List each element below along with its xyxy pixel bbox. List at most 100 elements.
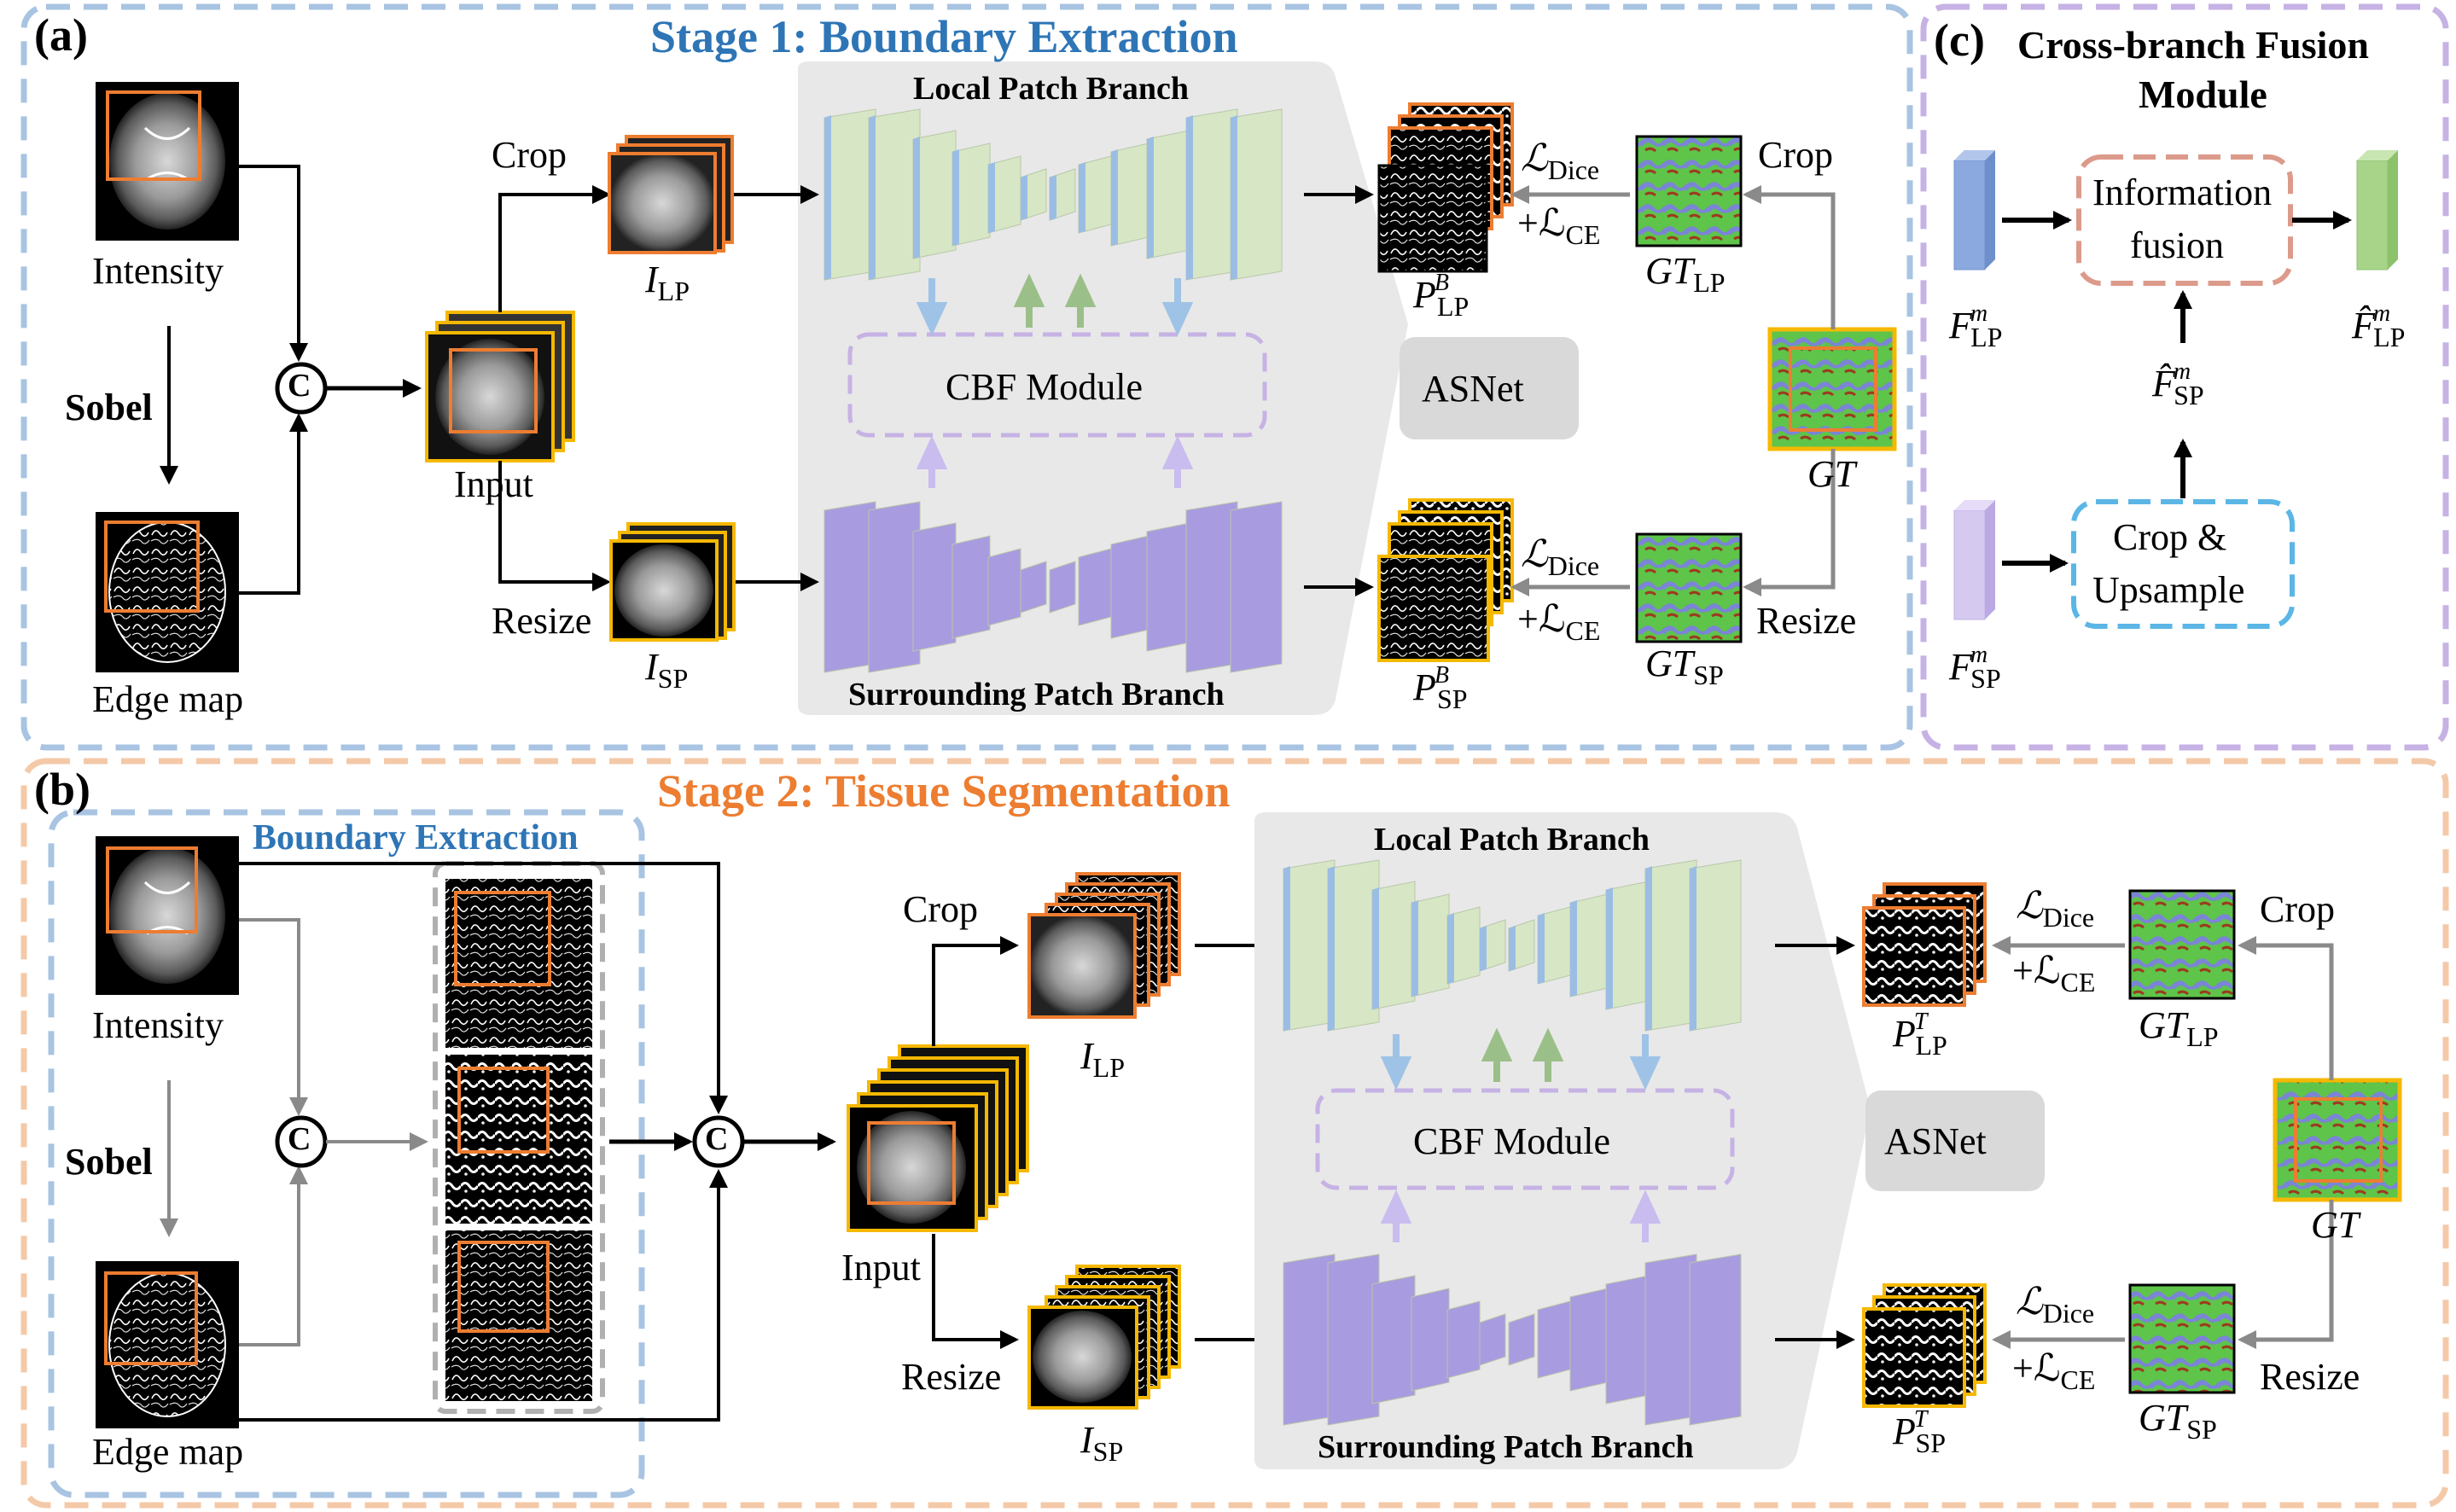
layer-slab-edge xyxy=(1283,866,1290,1031)
i-sp-stack-b xyxy=(1027,1265,1181,1410)
layer-slab xyxy=(1446,1300,1481,1379)
layer-slab-edge xyxy=(1372,887,1379,1009)
layer-slab xyxy=(1146,522,1190,652)
boundary-output-images xyxy=(445,879,592,1401)
gt-image-b xyxy=(2273,1078,2402,1202)
loss-dice-a1: ℒDice xyxy=(1521,137,1600,185)
cbf-arrows-b xyxy=(1380,1027,1662,1242)
p-sp-label-a: PBSP xyxy=(1413,662,1468,714)
intensity-label-a: Intensity xyxy=(92,250,224,292)
loss-dice-b1: ℒDice xyxy=(2016,885,2095,933)
layer-slab xyxy=(1020,561,1047,614)
layer-slab xyxy=(1689,859,1742,1032)
loss-dice-a2: ℒDice xyxy=(1521,533,1600,581)
panel-b-border xyxy=(20,758,2449,1509)
intensity-to-concat-b xyxy=(239,918,308,1116)
layer-slab xyxy=(1644,859,1697,1032)
i-sp-label-a: ISP xyxy=(645,646,689,694)
concat-label-a: C xyxy=(288,368,311,404)
panel-c-title-2: Module xyxy=(2139,73,2267,116)
layer-slab xyxy=(952,535,991,639)
layer-slab xyxy=(1371,1275,1416,1404)
cbf-arrows-a xyxy=(916,273,1194,488)
i-sp-stack-a xyxy=(609,522,736,642)
crop-upsample-box xyxy=(2071,499,2295,629)
layer-slab-edge xyxy=(988,162,995,233)
gt-sp-label-b: GTSP xyxy=(2139,1397,2217,1445)
i-lp-stack-b xyxy=(1027,872,1181,1019)
layer-slab xyxy=(1283,859,1336,1032)
edge-map-image-b xyxy=(96,1261,239,1428)
layer-slab xyxy=(1078,548,1112,626)
gt-lp-label-a: GTLP xyxy=(1645,250,1726,298)
i-lp-stack-a xyxy=(608,135,734,254)
crop-upsample-line2: Upsample xyxy=(2092,569,2245,611)
edge-to-concat-a xyxy=(239,413,308,595)
gt-lp-image-a xyxy=(1635,135,1743,247)
surround-branch-label-b: Surrounding Patch Branch xyxy=(1318,1429,1694,1465)
layer-slab-edge xyxy=(1447,913,1454,984)
boundary-box-label: Boundary Extraction xyxy=(253,818,579,858)
layer-slab xyxy=(1327,1253,1380,1426)
crop-right-label-b: Crop xyxy=(2260,888,2335,930)
layer-slab xyxy=(1230,108,1283,281)
cbf-label-a: CBF Module xyxy=(946,366,1144,408)
p-lp-label-b: PTLP xyxy=(1893,1009,1947,1061)
concat-label-b1: C xyxy=(288,1121,311,1157)
local-branch-label-b: Local Patch Branch xyxy=(1374,822,1650,858)
crop-right-label-a: Crop xyxy=(1758,134,1833,176)
input-resize-line-b xyxy=(932,1234,1019,1349)
fhat-lp-block xyxy=(2356,160,2389,270)
layer-slab-edge xyxy=(1050,175,1056,220)
layer-slab-edge xyxy=(1570,900,1577,997)
intensity-image-b xyxy=(96,836,239,995)
input-label-b: Input xyxy=(841,1247,921,1288)
gt-lp-image-b xyxy=(2128,889,2236,1000)
cbf-box-a xyxy=(847,332,1267,438)
layer-slab-edge xyxy=(913,137,920,259)
local-branch-label-a: Local Patch Branch xyxy=(913,71,1189,107)
layer-slab-edge xyxy=(869,115,876,280)
resize-right-label-b: Resize xyxy=(2260,1356,2360,1398)
gt-lp-label-b: GTLP xyxy=(2139,1004,2219,1052)
panel-c-tag: (c) xyxy=(1934,15,1985,66)
boundary-box-b xyxy=(48,809,645,1498)
input-resize-line-a xyxy=(498,461,611,591)
surround-branch-layers-b xyxy=(1283,1253,1742,1426)
layer-slab xyxy=(1644,1253,1697,1426)
layer-slab-edge xyxy=(1538,913,1545,984)
input-label-a: Input xyxy=(454,463,533,505)
layer-slab xyxy=(1689,1253,1742,1426)
i-lp-label-a: ILP xyxy=(645,259,690,306)
panel-b-title: Stage 2: Tissue Segmentation xyxy=(657,765,1231,817)
crop-upsample-line1: Crop & xyxy=(2113,516,2227,558)
info-fusion-line2: fusion xyxy=(2130,224,2224,266)
crop-label-a: Crop xyxy=(492,134,567,176)
layer-slab-edge xyxy=(1147,137,1154,259)
layer-slab-edge xyxy=(952,149,959,246)
sobel-label-a: Sobel xyxy=(65,387,153,428)
gt-image-a xyxy=(1767,327,1897,451)
info-fusion-line1: Information xyxy=(2092,172,2273,213)
layer-slab-edge xyxy=(1186,115,1193,280)
intensity-to-concat-a xyxy=(239,165,308,362)
p-lp-stack-b xyxy=(1862,882,1987,1007)
resize-label-b: Resize xyxy=(901,1356,1002,1398)
layer-slab-edge xyxy=(1231,115,1237,280)
f-sp-label: FmSP xyxy=(1949,642,2001,694)
layer-slab xyxy=(1283,1253,1336,1426)
gt-crop-line-b xyxy=(2238,936,2334,1080)
f-lp-label: FmLP xyxy=(1949,300,2003,352)
layer-slab-edge xyxy=(1021,175,1027,220)
intensity-to-concat2-b xyxy=(239,862,728,1114)
layer-slab-edge xyxy=(824,115,831,280)
layer-slab xyxy=(1185,501,1238,673)
gt-resize-line-b xyxy=(2238,1200,2334,1349)
p-sp-stack-a xyxy=(1377,498,1514,662)
layer-slab xyxy=(1327,859,1380,1032)
loss-ce-b1: +ℒCE xyxy=(2012,950,2096,997)
fhat-lp-label: F̂mLP xyxy=(2352,300,2406,352)
concat-circle-b1 xyxy=(275,1115,328,1168)
layer-slab xyxy=(1569,1288,1609,1392)
